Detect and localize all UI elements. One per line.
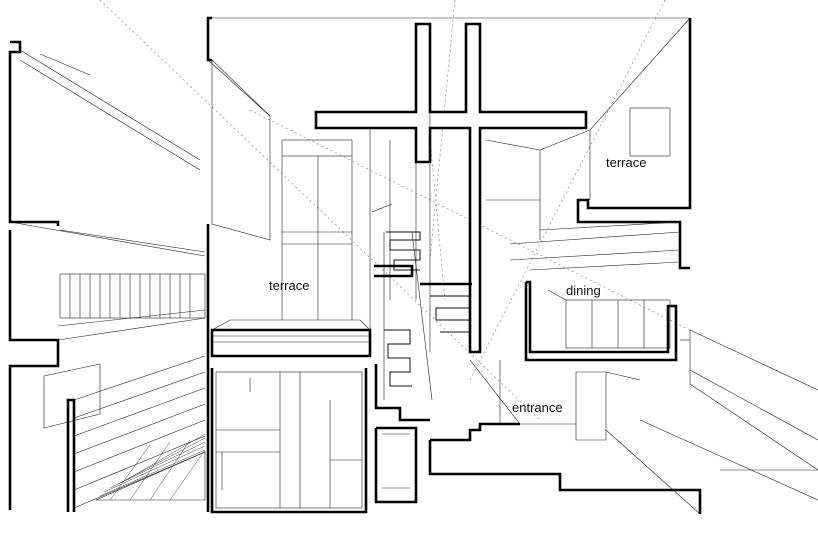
label-terrace-right: terrace [606, 155, 646, 170]
label-dining: dining [566, 283, 601, 298]
dining-room [509, 221, 681, 362]
left-building [8, 40, 206, 512]
staircase [371, 203, 472, 422]
perspective-guides [99, 0, 691, 421]
lower-cabinet [374, 426, 418, 504]
label-terrace-left: terrace [269, 278, 309, 293]
terrace-left-slab [210, 319, 372, 358]
central-structure [281, 22, 588, 354]
floor-tiles [99, 433, 206, 501]
entrance-steps [428, 359, 702, 514]
right-exterior [605, 329, 818, 515]
main-section-cut [206, 16, 692, 512]
terrace-right-detail [485, 129, 591, 240]
lower-room [210, 368, 368, 514]
label-entrance: entrance [512, 400, 563, 415]
room-labels: terrace terrace dining entrance [269, 155, 646, 415]
